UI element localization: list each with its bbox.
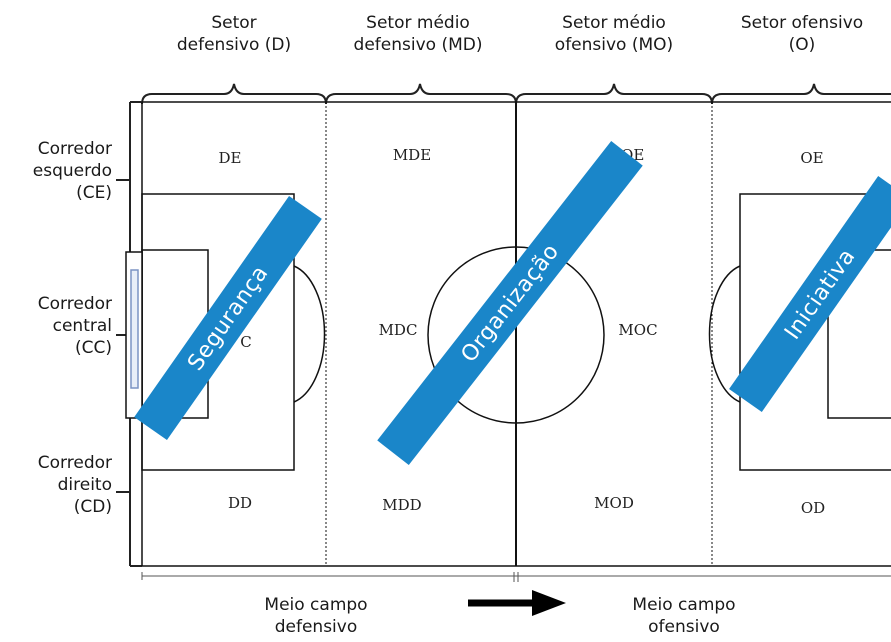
- sector-label-o: Setor ofensivo (O): [740, 13, 864, 55]
- center-circle: [427, 246, 605, 424]
- zone-label-mde: MDE: [392, 146, 432, 164]
- brace-sector-mo: [515, 83, 713, 105]
- goal-inner: [130, 269, 139, 389]
- zone-label-dd: DD: [227, 494, 253, 512]
- half-measure-line: [141, 572, 891, 582]
- zone-label-oe: OE: [800, 149, 824, 167]
- brace-sector-o: [711, 83, 891, 105]
- corridor-label-cd: Corredor direito (CD): [37, 453, 112, 517]
- zone-label-mod: MOD: [594, 494, 634, 512]
- sector-label-mo: Setor médio ofensivo (MO): [554, 13, 674, 55]
- sector-braces: [141, 83, 891, 105]
- right-penalty-area: [739, 193, 891, 471]
- right-penalty-arc: [708, 265, 741, 403]
- zone-label-mdd: MDD: [382, 496, 422, 514]
- sector-label-md: Setor médio defensivo (MD): [353, 13, 483, 55]
- attack-direction-arrow: [468, 590, 566, 616]
- brace-sector-md: [325, 83, 517, 105]
- sector-label-d: Setor defensivo (D): [176, 13, 292, 55]
- half-label-defensive: Meio campo defensivo: [264, 595, 368, 637]
- zone-label-mdc: MDC: [378, 321, 418, 339]
- corridor-label-ce: Corredor esquerdo (CE): [32, 139, 112, 203]
- brace-sector-d: [141, 83, 327, 105]
- zone-label-de: DE: [218, 149, 242, 167]
- zone-label-dc: C: [240, 333, 252, 351]
- half-label-offensive: Meio campo ofensivo: [632, 595, 736, 637]
- left-penalty-arc: [293, 265, 326, 403]
- zone-label-od: OD: [800, 499, 826, 517]
- corridor-label-cc: Corredor central (CC): [37, 294, 112, 358]
- zone-label-moc: MOC: [618, 321, 658, 339]
